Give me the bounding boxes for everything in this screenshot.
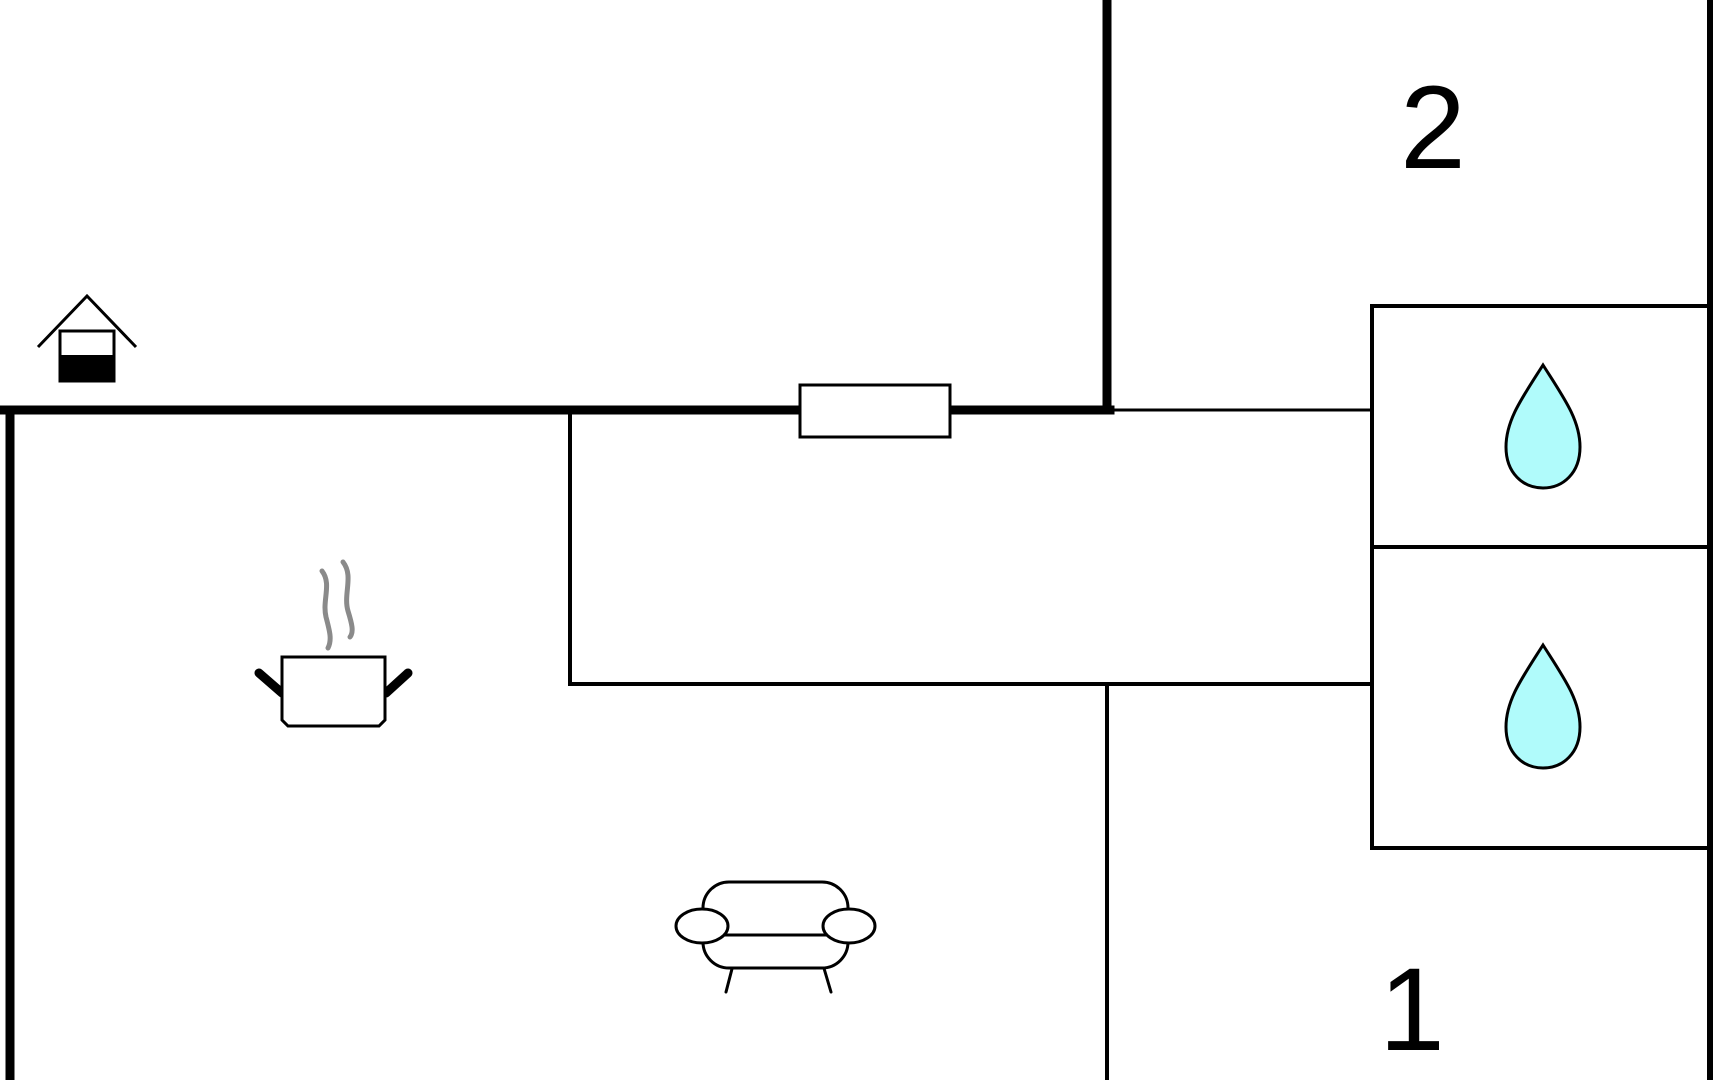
room-2-number: 2 bbox=[1400, 62, 1466, 194]
room-1-number: 1 bbox=[1379, 944, 1445, 1076]
water-drop-icon bbox=[1504, 642, 1582, 770]
sofa-icon bbox=[674, 880, 877, 994]
water-drop-icon bbox=[1504, 362, 1582, 490]
house-entrance-icon bbox=[36, 293, 138, 383]
cooking-pot-icon bbox=[254, 559, 413, 728]
window-icon bbox=[798, 383, 952, 439]
steam-icon bbox=[319, 568, 333, 651]
steam-icon bbox=[340, 559, 355, 640]
